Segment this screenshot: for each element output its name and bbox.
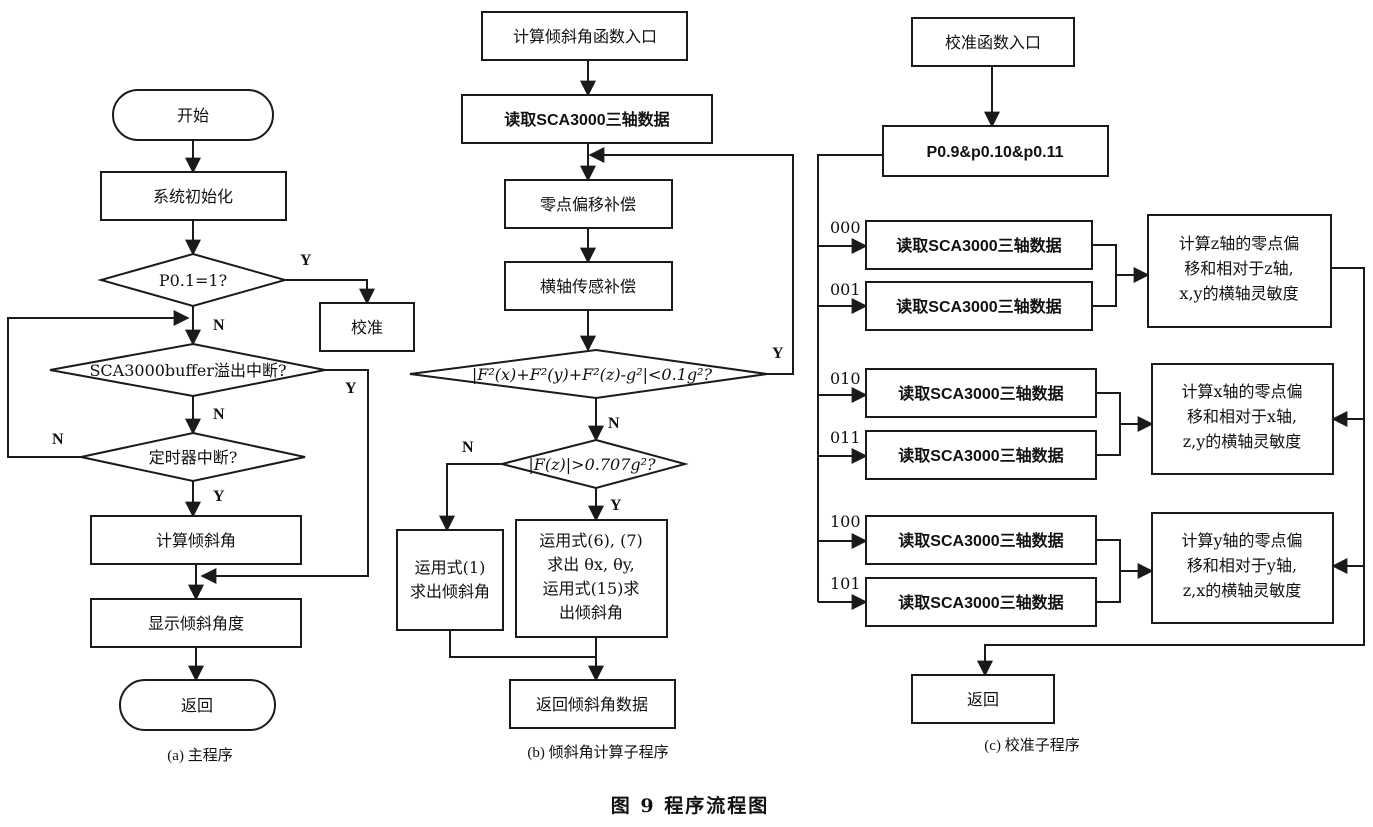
read-label-001: 读取SCA3000三轴数据 <box>896 297 1061 316</box>
cross-comp-box <box>504 261 673 311</box>
tilt-read-box <box>461 94 713 144</box>
calib-return-box <box>911 674 1055 724</box>
eq2-line1: 运用式(6), (7) <box>539 531 643 550</box>
calc-z-line2: 移和相对于z轴, <box>1184 259 1294 278</box>
calibration-subroutine: 校准函数入口 P0.9&p0.10&p0.11 000 001 010 011 … <box>817 17 1365 754</box>
cross-comp-label: 横轴传感补偿 <box>540 277 636 296</box>
eq2-line2: 求出 θx, θy, <box>547 555 635 574</box>
read-box-011 <box>865 430 1097 480</box>
read-label-011: 读取SCA3000三轴数据 <box>898 446 1063 465</box>
calc-z-box <box>1147 214 1332 328</box>
buffer-yes-label: Y <box>345 380 357 397</box>
read-label-000: 读取SCA3000三轴数据 <box>896 236 1061 255</box>
caption-a: (a) 主程序 <box>167 747 232 764</box>
calc-x-box <box>1151 363 1334 475</box>
init-box <box>100 171 287 221</box>
return-label: 返回 <box>181 696 213 715</box>
timer-no-label: N <box>52 431 64 448</box>
zero-comp-label: 零点偏移补偿 <box>540 195 636 214</box>
energy-no-label: N <box>608 415 620 432</box>
calc-x-line3: z,y的横轴灵敏度 <box>1183 432 1302 451</box>
calc-x-line2: 移和相对于x轴, <box>1187 407 1297 426</box>
buffer-label: SCA3000buffer溢出中断? <box>89 361 286 380</box>
p01-no-label: N <box>213 317 225 334</box>
init-label: 系统初始化 <box>153 187 233 206</box>
buffer-no-label: N <box>213 406 225 423</box>
read-label-010: 读取SCA3000三轴数据 <box>898 384 1063 403</box>
tilt-return-label: 返回倾斜角数据 <box>536 695 648 714</box>
timer-yes-label: Y <box>213 488 225 505</box>
eq2-line3: 运用式(15)求 <box>543 579 640 598</box>
code-010: 010 <box>830 369 861 388</box>
start-label: 开始 <box>177 106 209 125</box>
caption-c: (c) 校准子程序 <box>984 737 1079 754</box>
calibrate-label: 校准 <box>351 318 383 337</box>
calc-z-line3: x,y的横轴灵敏度 <box>1179 284 1298 303</box>
display-label: 显示倾斜角度 <box>148 614 244 633</box>
calc-y-line2: 移和相对于y轴, <box>1187 556 1297 575</box>
code-100: 100 <box>830 512 861 531</box>
tilt-return-box <box>509 679 676 729</box>
read-label-101: 读取SCA3000三轴数据 <box>898 593 1063 612</box>
fz-no-label: N <box>462 439 474 456</box>
ports-box <box>882 125 1109 177</box>
p01-label: P0.1=1? <box>159 271 227 290</box>
code-101: 101 <box>830 574 861 593</box>
calib-entry-label: 校准函数入口 <box>945 33 1041 52</box>
eq2-line4: 出倾斜角 <box>559 603 623 622</box>
code-000: 000 <box>830 218 861 237</box>
tilt-subroutine: 计算倾斜角函数入口 读取SCA3000三轴数据 零点偏移补偿 横轴传感补偿 |F… <box>396 11 794 761</box>
fz-label: |F(z)|>0.707g²? <box>528 455 656 474</box>
compute-label: 计算倾斜角 <box>156 531 236 550</box>
zero-comp-box <box>504 179 673 229</box>
figure-caption: 图 9 程序流程图 <box>611 794 769 817</box>
read-label-100: 读取SCA3000三轴数据 <box>898 531 1063 550</box>
calc-y-line1: 计算y轴的零点偏 <box>1181 531 1302 550</box>
calc-x-line1: 计算x轴的零点偏 <box>1181 382 1302 401</box>
compute-box <box>90 515 302 565</box>
return-terminal <box>119 679 276 731</box>
code-011: 011 <box>830 428 861 447</box>
eq1-box <box>396 529 504 631</box>
eq2-box <box>515 519 668 638</box>
code-001: 001 <box>830 280 861 299</box>
tilt-read-label: 读取SCA3000三轴数据 <box>504 110 669 129</box>
p01-yes-label: Y <box>300 252 312 269</box>
calib-return-label: 返回 <box>967 690 999 709</box>
tilt-entry-box <box>481 11 688 61</box>
energy-yes-label: Y <box>772 345 784 362</box>
timer-label: 定时器中断? <box>149 448 238 467</box>
eq1-line1: 运用式(1) <box>415 558 486 577</box>
main-program: 开始 系统初始化 P0.1=1? Y 校准 N SCA3000buffer溢出中… <box>7 89 415 764</box>
calc-y-line3: z,x的横轴灵敏度 <box>1183 581 1302 600</box>
calib-entry-box <box>911 17 1075 67</box>
read-box-100 <box>865 515 1097 565</box>
energy-label: |F²(x)+F²(y)+F²(z)-g²|<0.1g²? <box>472 365 713 384</box>
ports-label: P0.9&p0.10&p0.11 <box>927 144 1064 161</box>
calibrate-box <box>319 302 415 352</box>
read-box-010 <box>865 368 1097 418</box>
read-box-101 <box>865 577 1097 627</box>
read-box-000 <box>865 220 1093 270</box>
caption-b: (b) 倾斜角计算子程序 <box>527 743 668 761</box>
fz-yes-label: Y <box>610 497 622 514</box>
tilt-entry-label: 计算倾斜角函数入口 <box>513 27 657 46</box>
eq1-line2: 求出倾斜角 <box>410 582 490 601</box>
calc-z-line1: 计算z轴的零点偏 <box>1179 234 1299 253</box>
